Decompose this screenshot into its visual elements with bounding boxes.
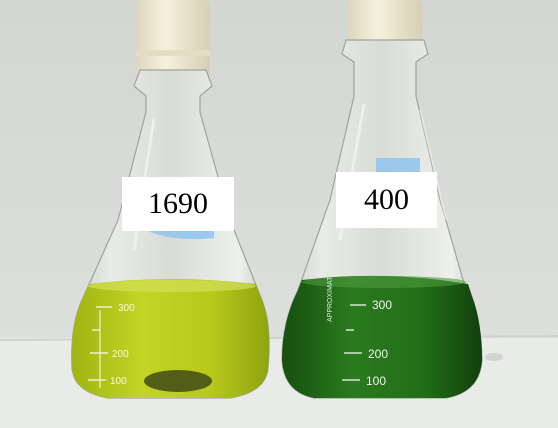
flask-right-label: 400 [336,172,437,228]
flask-left-grad-100: 100 [110,376,127,387]
flask-left-grad-200: 200 [112,349,129,360]
flask-left-sediment [144,370,212,392]
flask-right-vertical-text: APPROXIMATE [327,272,334,322]
flask-left-liquid [71,279,270,398]
flask-left-label: 1690 [122,177,234,231]
flask-right-grad-300: 300 [372,298,392,312]
flask-right-liquid [282,275,482,398]
flask-left-grad-300: 300 [118,303,135,314]
flask-right-grad-200: 200 [368,347,388,361]
stopper-left [136,0,210,78]
bench-spot [485,353,503,361]
flask-right-grad-100: 100 [366,374,386,388]
